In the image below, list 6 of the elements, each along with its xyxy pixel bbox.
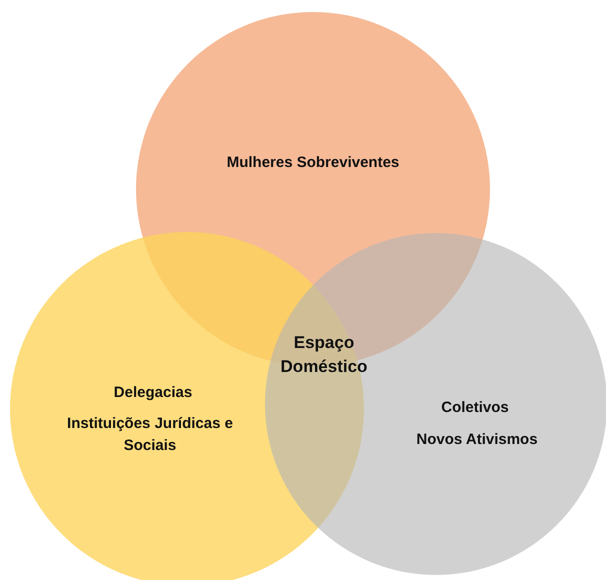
circle-text: Novos Ativismos (415, 430, 539, 450)
circle-title: Delegacias (112, 383, 194, 403)
circle-text: Instituições Jurídicas e Sociais (66, 414, 234, 456)
circle-title: Coletivos (440, 398, 510, 418)
circle-title: Mulheres Sobreviventes (226, 153, 400, 173)
center-label: Espaço Doméstico (280, 332, 368, 378)
